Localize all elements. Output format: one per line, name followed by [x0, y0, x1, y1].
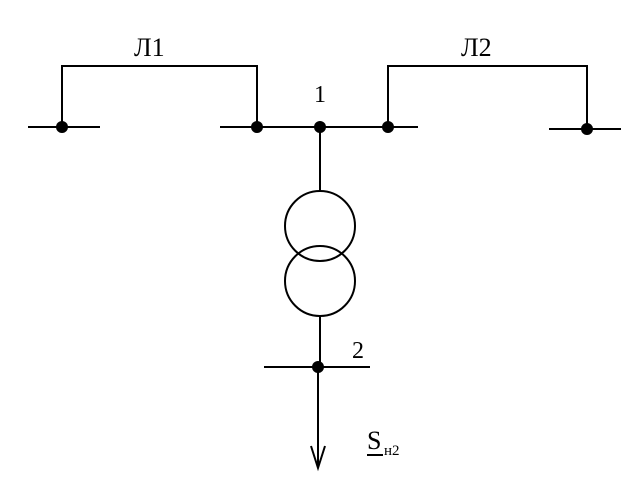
transformer-secondary-winding [284, 245, 356, 317]
line-l1-label: Л1 [134, 33, 165, 62]
line-l2-bracket [387, 65, 588, 127]
node2-label: 2 [352, 338, 364, 364]
transformer-primary-winding [284, 190, 356, 262]
l1-bus-dot [251, 121, 263, 133]
line-l1-bracket [61, 65, 258, 127]
right-end-dot [581, 123, 593, 135]
load-label-s: S [367, 426, 381, 455]
load-label-subscript: н2 [384, 443, 400, 459]
l2-bus-dot [382, 121, 394, 133]
load-arrow-head [310, 445, 326, 472]
left-end-dot [56, 121, 68, 133]
line-l2-label: Л2 [461, 33, 492, 62]
node1-label: 1 [314, 82, 326, 108]
